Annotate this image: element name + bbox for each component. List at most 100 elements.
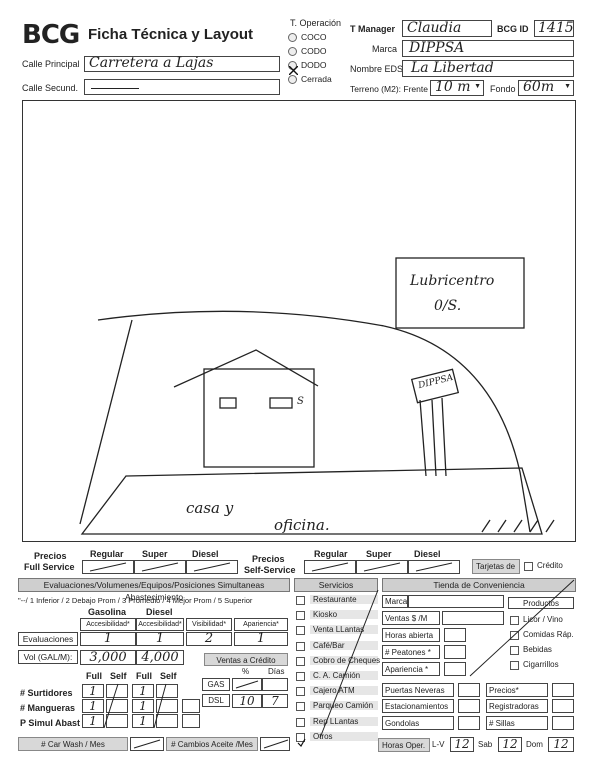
- chevron-down-icon: ▼: [564, 83, 571, 90]
- dom-label: Dom: [526, 740, 543, 749]
- bcg-id-field[interactable]: 1415: [534, 20, 574, 37]
- house-body: [203, 368, 315, 468]
- equip-cell[interactable]: 1: [82, 684, 104, 698]
- peatones-field[interactable]: [444, 645, 466, 659]
- equip-cell[interactable]: [156, 699, 178, 713]
- carwash-stroke: [133, 739, 161, 749]
- eval-accesibilidad-dsl[interactable]: 1: [136, 632, 184, 646]
- servicio-checkbox[interactable]: [296, 611, 305, 621]
- vol-diesel[interactable]: 4,000: [136, 650, 184, 665]
- vol-gasolina[interactable]: 3,000: [80, 650, 136, 665]
- sillas-field[interactable]: [552, 716, 574, 730]
- servicio-checkbox[interactable]: [296, 717, 305, 727]
- equip-extra-cell[interactable]: [182, 714, 200, 728]
- full-col-super: Super: [142, 549, 168, 559]
- operacion-label-coco: COCO: [301, 32, 327, 42]
- precios-full-label-1: Precios: [34, 551, 67, 561]
- calle-secundaria-label: Calle Secund.: [22, 83, 79, 93]
- servicio-checkbox[interactable]: [296, 626, 305, 636]
- servicio-checkbox[interactable]: [296, 641, 305, 651]
- puertas-neveras-field[interactable]: [458, 683, 480, 697]
- ventas-mes-field[interactable]: [442, 611, 504, 625]
- dom-field[interactable]: 12: [548, 737, 574, 752]
- estacionamientos-field[interactable]: [458, 699, 480, 713]
- gas-credit-dias[interactable]: [262, 678, 288, 691]
- eval-accesibilidad-gas[interactable]: 1: [80, 632, 136, 646]
- price-stroke-6: [415, 562, 453, 572]
- eval-visibilidad[interactable]: 2: [186, 632, 232, 646]
- bcg-logo: BCG: [22, 20, 80, 50]
- sab-field[interactable]: 12: [498, 737, 522, 752]
- servicio-checkbox[interactable]: [296, 596, 305, 605]
- calle-secundaria-stroke: [91, 88, 139, 89]
- servicio-checkbox[interactable]: [296, 672, 305, 681]
- equip-cell[interactable]: 1: [132, 684, 154, 698]
- servicio-checkbox[interactable]: [296, 702, 305, 712]
- equip-extra-cell[interactable]: [182, 699, 200, 713]
- credito-checkbox[interactable]: [524, 562, 533, 571]
- servicio-checkbox[interactable]: [296, 732, 306, 747]
- fondo-select[interactable]: 60m ▼: [518, 79, 574, 96]
- diesel-label: Diesel: [146, 607, 173, 617]
- producto-checkbox[interactable]: [510, 661, 519, 670]
- terreno-frente-select[interactable]: 10 m ▼: [430, 79, 484, 96]
- equip-cell[interactable]: 1: [82, 699, 104, 713]
- operacion-radio-cerrada[interactable]: [288, 75, 297, 84]
- tarjetas-label: Tarjetas de: [472, 559, 520, 574]
- chevron-down-icon: ▼: [474, 83, 481, 90]
- tienda-cross: [469, 579, 575, 677]
- t-manager-field[interactable]: Claudia: [402, 20, 492, 37]
- servicio-label: Venta LLantas: [310, 625, 378, 635]
- house-window-1: [219, 397, 237, 409]
- operacion-radio-coco[interactable]: [288, 33, 297, 42]
- equip-cell[interactable]: [156, 684, 178, 698]
- equip-cell[interactable]: 1: [132, 699, 154, 713]
- precios-full-label-2: Full Service: [24, 562, 75, 572]
- gondolas-field[interactable]: [458, 716, 480, 730]
- equip-cell[interactable]: [106, 699, 128, 713]
- operacion-radio-codo[interactable]: [288, 47, 297, 56]
- surtidores-label: # Surtidores: [20, 688, 73, 698]
- full-col-diesel: Diesel: [192, 549, 219, 559]
- equip-cell[interactable]: 1: [132, 714, 154, 728]
- ventas-credito-header: Ventas a Crédito: [204, 653, 288, 666]
- equip-cell[interactable]: [156, 714, 178, 728]
- producto-checkbox[interactable]: [510, 646, 519, 655]
- gasolina-label: Gasolina: [88, 607, 127, 617]
- tienda-marca-field[interactable]: [408, 595, 504, 608]
- servicio-checkbox[interactable]: [296, 687, 305, 697]
- precios-self-label-2: Self-Service: [244, 565, 296, 575]
- operacion-radio-dodo[interactable]: [288, 61, 299, 76]
- road-line: [97, 310, 385, 327]
- servicio-checkbox[interactable]: [296, 656, 305, 666]
- equip-self-gas-label: Self: [110, 671, 127, 681]
- lv-field[interactable]: 12: [450, 737, 474, 752]
- accesibilidad-gas-header: Accesibilidad*: [80, 618, 136, 631]
- t-manager-label: T Manager: [350, 24, 396, 34]
- self-col-super: Super: [366, 549, 392, 559]
- equip-self-dsl-label: Self: [160, 671, 177, 681]
- tienda-precios-field[interactable]: [552, 683, 574, 697]
- sab-label: Sab: [478, 740, 493, 749]
- producto-checkbox[interactable]: [510, 616, 519, 625]
- sillas-label: # Sillas: [486, 716, 548, 730]
- operacion-label-codo: CODO: [301, 46, 327, 56]
- productos-label: Productos: [508, 597, 574, 609]
- eval-apariencia[interactable]: 1: [234, 632, 288, 646]
- price-stroke-2: [141, 562, 179, 572]
- tienda-apariencia-field[interactable]: [444, 662, 466, 676]
- dsl-credit-dias[interactable]: 7: [262, 694, 288, 708]
- horas-abierta-field[interactable]: [444, 628, 466, 642]
- equip-cell[interactable]: 1: [82, 714, 104, 728]
- registradoras-field[interactable]: [552, 699, 574, 713]
- nombre-eds-field[interactable]: La Libertad: [402, 60, 574, 77]
- equip-cell[interactable]: [106, 684, 128, 698]
- gas-credit-label: GAS: [202, 678, 230, 691]
- marca-field[interactable]: DIPPSA: [402, 40, 574, 57]
- dsl-credit-pct[interactable]: 10: [232, 694, 262, 708]
- fondo-value: 60m: [523, 79, 555, 95]
- dippsa-sign-post: [419, 397, 447, 477]
- calle-secundaria-field[interactable]: [84, 79, 280, 95]
- calle-principal-field[interactable]: Carretera a Lajas: [84, 55, 280, 72]
